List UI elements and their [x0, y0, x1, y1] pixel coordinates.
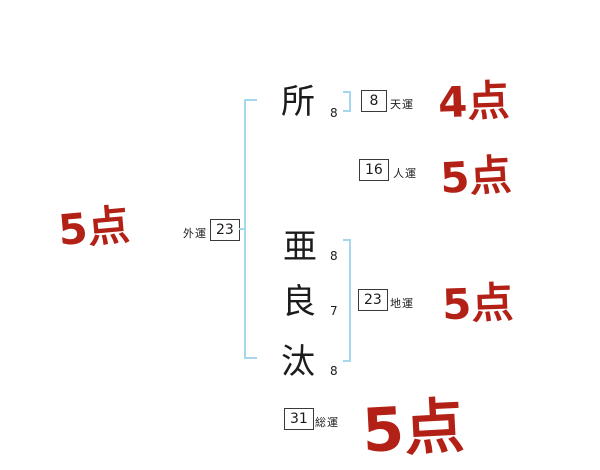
souun-label: 総運 [315, 416, 339, 429]
heaven-luck-bracket-tick-top [343, 91, 351, 93]
outer-luck-bracket-tick-bottom [244, 357, 257, 359]
chiun-label: 地運 [390, 297, 414, 310]
chiun-value-box: 23 [358, 289, 388, 311]
earth-luck-bracket-tick-bottom [343, 360, 351, 362]
tenun-score: 4点 [437, 75, 511, 128]
name-character-2: 亜 [283, 227, 317, 267]
jinun-value-box: 16 [359, 159, 389, 181]
stroke-count-4: 8 [330, 364, 338, 378]
souun-score: 5点 [360, 391, 466, 467]
heaven-luck-bracket-tick-bottom [343, 110, 351, 112]
chiun-score: 5点 [441, 277, 515, 330]
name-character-1: 所 [281, 82, 315, 122]
outer-luck-bracket-tick-top [244, 99, 257, 101]
jinun-score: 5点 [438, 150, 513, 203]
tenun-label: 天運 [390, 98, 414, 111]
heaven-luck-bracket-vertical [349, 91, 351, 112]
tenun-value-box: 8 [361, 90, 387, 112]
stroke-count-1: 8 [330, 106, 338, 120]
souun-value-box: 31 [284, 408, 314, 430]
jinun-label: 人運 [393, 167, 417, 180]
outer-luck-bracket-tick-middle [239, 228, 246, 230]
name-character-4: 汰 [281, 342, 315, 382]
earth-luck-bracket-vertical [349, 239, 351, 362]
gaiun-score: 5点 [56, 199, 132, 255]
stroke-count-2: 8 [330, 249, 338, 263]
gaiun-value-box: 23 [210, 219, 240, 241]
gaiun-label: 外運 [183, 227, 207, 240]
name-character-3: 良 [282, 282, 316, 322]
earth-luck-bracket-tick-top [343, 239, 351, 241]
stroke-count-3: 7 [330, 304, 338, 318]
